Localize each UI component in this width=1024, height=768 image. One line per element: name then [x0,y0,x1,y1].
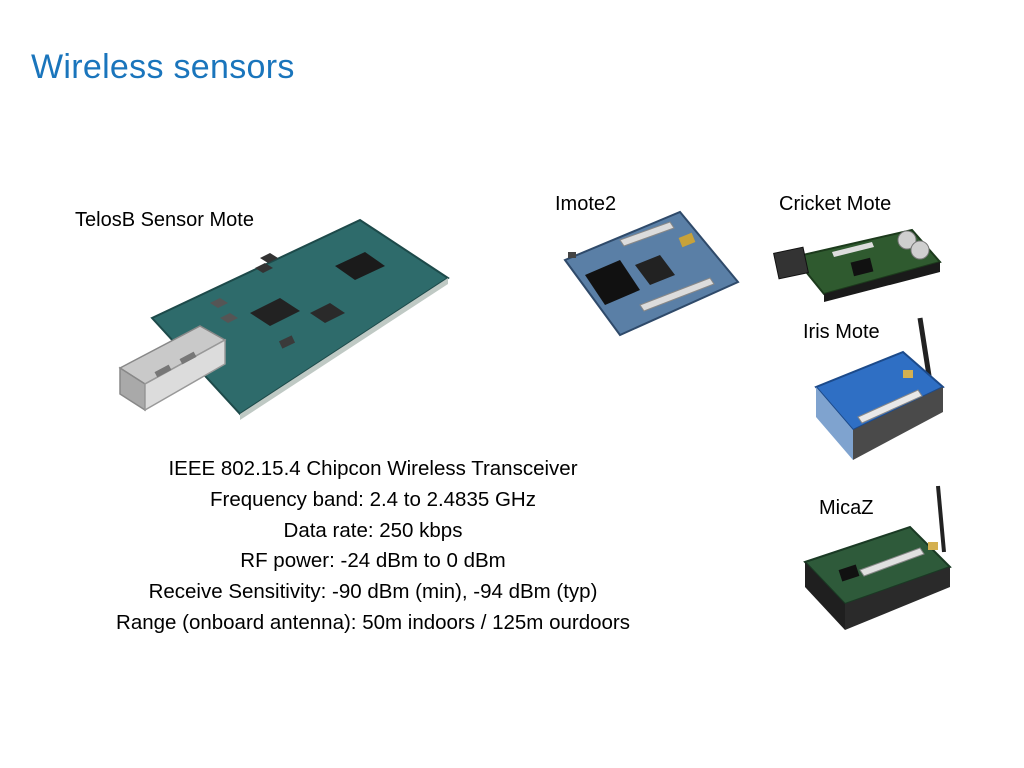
micaz-image [800,482,952,632]
imote2-label: Imote2 [555,193,617,215]
spec-line: Data rate: 250 kbps [283,518,463,542]
spec-line: Receive Sensitivity: -90 dBm (min), -94 … [148,580,598,604]
spec-line: IEEE 802.15.4 Chipcon Wireless Transceiv… [168,457,578,480]
iris-label: Iris Mote [803,321,880,343]
iris-image [808,312,948,464]
cricket-image [772,222,942,302]
spec-line: Frequency band: 2.4 to 2.4835 GHz [210,487,536,511]
micaz-label: MicaZ [819,497,874,519]
spec-line: Range (onboard antenna): 50m indoors / 1… [116,610,630,634]
telosb-label: TelosB Sensor Mote [75,209,254,231]
imote2-image [560,210,740,340]
spec-line: RF power: -24 dBm to 0 dBm [240,549,506,573]
slide-title: Wireless sensors [31,48,295,86]
telosb-image [110,218,450,420]
specs-block: IEEE 802.15.4 Chipcon Wireless Transceiv… [60,454,686,639]
cricket-label: Cricket Mote [779,193,892,215]
